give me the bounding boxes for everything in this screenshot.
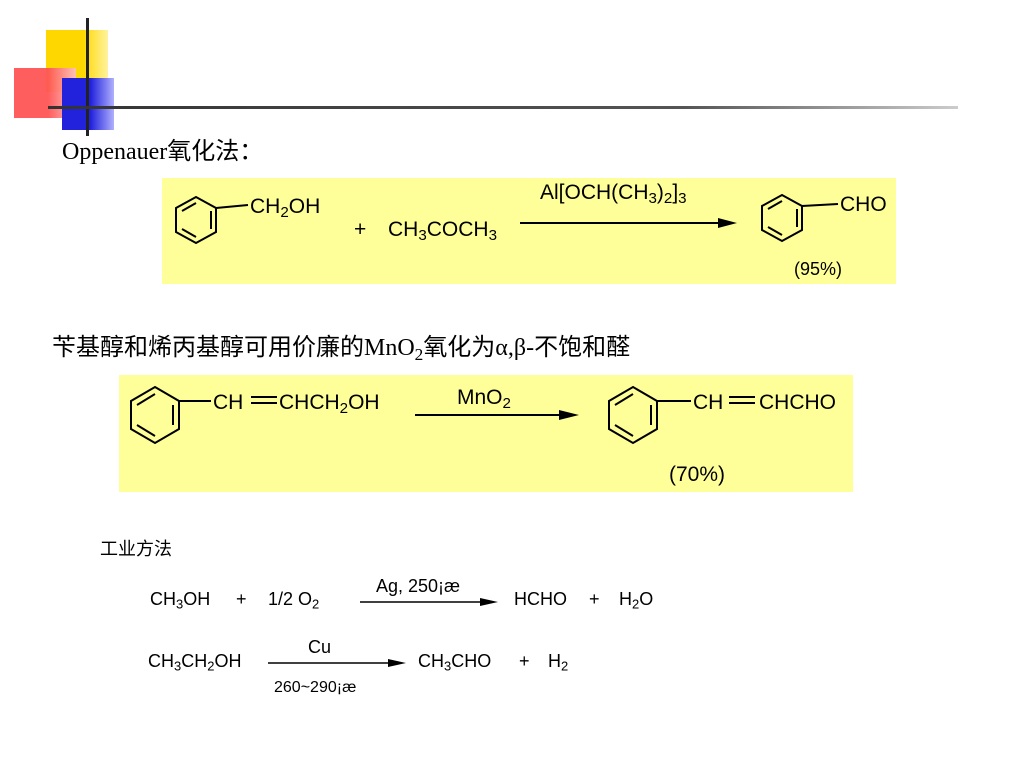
heading-oppenauer: Oppenauer氧化法： xyxy=(62,139,264,165)
plus-sign: + xyxy=(519,651,530,671)
yield-label: (95%) xyxy=(794,259,843,279)
product-group-ch: CH xyxy=(693,391,724,414)
reagent-label: Al[OCH(CH3)2]3 xyxy=(540,181,687,208)
reactant-group-tail: CHCH2OH xyxy=(279,391,380,418)
oxygen-formula: 1/2 O2 xyxy=(268,589,320,612)
benzene-ring-icon xyxy=(130,385,755,445)
deco-vertical-line xyxy=(86,18,89,136)
plus-sign: + xyxy=(354,218,367,241)
reaction-arrow xyxy=(268,659,406,667)
yield-label: (70%) xyxy=(669,463,726,486)
formaldehyde-formula: HCHO xyxy=(514,589,567,609)
corner-decoration xyxy=(0,0,160,140)
product-group-tail: CHCHO xyxy=(759,391,836,414)
hydrogen-formula: H2 xyxy=(548,651,569,674)
heading-industrial: 工业方法 xyxy=(100,539,172,559)
top-rule xyxy=(48,106,958,109)
temperature-label: 260~290¡æ xyxy=(274,679,357,696)
condition-label: Ag, 250¡æ xyxy=(376,576,461,596)
acetone-formula: CH3COCH3 xyxy=(388,218,497,245)
water-formula: H2O xyxy=(619,589,654,612)
reactant1-group: CH2OH xyxy=(250,195,321,222)
reagent-label: MnO2 xyxy=(457,386,511,413)
catalyst-label: Cu xyxy=(308,637,332,657)
reaction2-panel: CH CHCH2OH MnO2 CH CHCHO (70%) xyxy=(119,375,853,492)
ethanol-formula: CH3CH2OH xyxy=(148,651,242,674)
benzene-ring-icon xyxy=(175,193,839,245)
heading-mno2: 苄基醇和烯丙基醇可用价廉的MnO2氧化为α,β-不饱和醛 xyxy=(52,335,631,364)
methanol-formula: CH3OH xyxy=(150,589,211,612)
plus-sign: + xyxy=(236,589,247,609)
acetaldehyde-formula: CH3CHO xyxy=(418,651,492,674)
product-group: CHO xyxy=(840,193,887,216)
reaction-arrow xyxy=(360,598,498,606)
plus-sign: + xyxy=(589,589,600,609)
reaction1-panel: CH2OH + CH3COCH3 Al[OCH(CH3)2]3 CHO (95%… xyxy=(162,178,896,284)
reactant-group-ch: CH xyxy=(213,391,244,414)
